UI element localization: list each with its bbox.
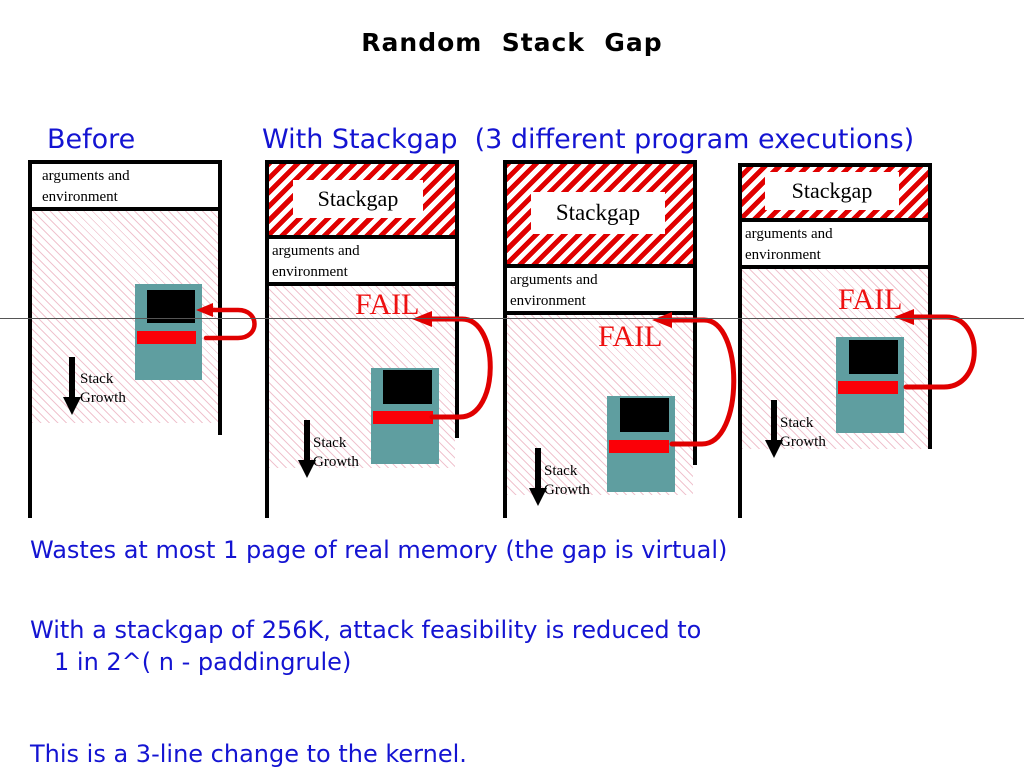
arguments-label-4: arguments and environment (745, 224, 833, 266)
stackgap-region-3-left-border (503, 160, 507, 267)
arguments-label-3: arguments and environment (510, 270, 598, 312)
arguments-box-3-left-border (503, 264, 507, 315)
stack-growth-arrow-2 (298, 420, 316, 478)
arguments-box-1-left-border (28, 160, 32, 211)
arguments-box-4-top-border (738, 218, 932, 222)
return-address-3 (609, 440, 669, 453)
arguments-box-4-bottom-border (738, 265, 932, 269)
buffer-block-3 (620, 398, 669, 432)
arguments-label-2-line2: environment (272, 264, 348, 280)
stack-growth-arrow-4 (765, 400, 783, 458)
arguments-box-4-left-border (738, 218, 742, 269)
arguments-box-2-bottom-border (265, 282, 459, 286)
stackgap-region-4-right-border (928, 163, 932, 221)
attack-loop-arrow-4 (894, 309, 977, 390)
fail-label-2: FAIL (355, 288, 420, 321)
stackgap-region-4-left-border (738, 163, 742, 221)
arguments-box-4 (741, 222, 929, 265)
stack-growth-arrow-3 (529, 448, 547, 506)
arguments-box-1-top-border (28, 160, 222, 164)
bullet-feasibility-line2: 1 in 2^( n - paddingrule) (54, 648, 352, 676)
stack-region-3-right-border (693, 315, 697, 465)
arguments-box-2-left-border (265, 235, 269, 286)
bullet-feasibility-line1: With a stackgap of 256K, attack feasibil… (30, 616, 702, 644)
buffer-block-2 (383, 370, 432, 404)
arguments-box-1 (28, 160, 222, 211)
arguments-label-1: arguments and environment (42, 166, 130, 208)
arguments-box-2 (268, 239, 456, 281)
stack-growth-label-1-line1: Stack (80, 371, 114, 387)
attack-loop-arrow-1 (196, 303, 257, 341)
stack-region-2-left-border (265, 286, 269, 518)
stackgap-region-2-top-border (265, 160, 459, 164)
arguments-box-1-right-border (218, 160, 222, 211)
bullet-kernel-change: This is a 3-line change to the kernel. (30, 740, 467, 768)
arguments-label-3-line2: environment (510, 293, 586, 309)
arguments-label-1-line2: environment (42, 189, 118, 205)
page-title: Random Stack Gap (361, 28, 663, 57)
stack-region-2-right-border (455, 286, 459, 438)
heading-with-stackgap: With Stackgap (3 different program execu… (262, 124, 915, 155)
return-address-4 (838, 381, 898, 394)
arguments-box-3-top-border (503, 264, 697, 268)
arguments-box-2-right-border (455, 235, 459, 286)
stack-region-4-right-border (928, 269, 932, 449)
stackgap-region-2-right-border (455, 160, 459, 238)
stackgap-label-2: Stackgap (293, 180, 423, 218)
fail-label-4: FAIL (838, 283, 903, 316)
stack-region-1-left-border (28, 211, 32, 518)
stack-growth-label-3-line2: Growth (544, 482, 590, 498)
arguments-box-2-top-border (265, 235, 459, 239)
stack-growth-label-3-line1: Stack (544, 463, 578, 479)
buffer-block-1 (147, 290, 195, 323)
arguments-label-2-line1: arguments and (272, 243, 360, 259)
arguments-box-1-bottom-border (28, 207, 222, 211)
arguments-label-4-line2: environment (745, 247, 821, 263)
stack-region-4-left-border (738, 269, 742, 518)
buffer-block-4 (849, 340, 898, 374)
stackgap-region-2-left-border (265, 160, 269, 238)
stackgap-region-3-right-border (693, 160, 697, 267)
stack-growth-label-4-line1: Stack (780, 415, 814, 431)
arguments-box-3-right-border (693, 264, 697, 315)
bullet-waste: Wastes at most 1 page of real memory (th… (30, 536, 728, 564)
arguments-label-1-line1: arguments and (42, 168, 130, 184)
arguments-label-2: arguments and environment (272, 241, 360, 283)
stackgap-region-3-top-border (503, 160, 697, 164)
arguments-box-3 (506, 268, 694, 311)
stackgap-label-3: Stackgap (531, 192, 665, 234)
arguments-label-3-line1: arguments and (510, 272, 598, 288)
stack-growth-label-1-line2: Growth (80, 390, 126, 406)
arguments-label-4-line1: arguments and (745, 226, 833, 242)
stack-growth-label-4-line2: Growth (780, 434, 826, 450)
stackgap-region-4-top-border (738, 163, 932, 167)
return-address-1 (137, 331, 196, 344)
return-address-2 (373, 411, 433, 424)
arguments-box-4-right-border (928, 218, 932, 269)
stackgap-label-4: Stackgap (765, 172, 899, 210)
stack-growth-label-2-line2: Growth (313, 454, 359, 470)
heading-before: Before (47, 124, 136, 155)
stack-pointer-reference-line (0, 318, 1024, 319)
stack-region-3-left-border (503, 315, 507, 518)
stack-region-1-right-border (218, 211, 222, 435)
stack-growth-label-2-line1: Stack (313, 435, 347, 451)
attack-loop-arrow-3 (652, 312, 737, 447)
arguments-box-3-bottom-border (503, 311, 697, 315)
attack-loop-arrow-2 (412, 311, 493, 420)
stack-growth-arrow-1 (63, 357, 81, 415)
fail-label-3: FAIL (598, 320, 663, 353)
